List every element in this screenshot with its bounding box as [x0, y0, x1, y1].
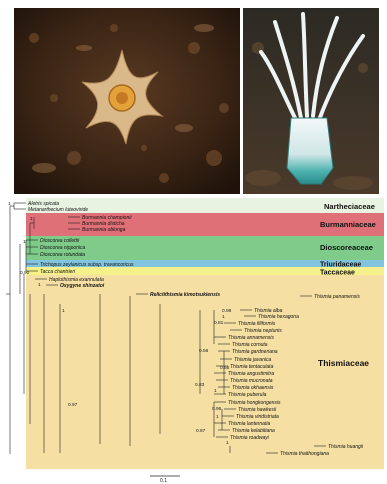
- thismia-flower-photo-left: [14, 8, 240, 194]
- taxon-label: Thismia cornuta: [232, 342, 268, 348]
- taxon-label: Thismia huangii: [328, 444, 364, 450]
- family-label: Dioscoreaceae: [320, 243, 373, 252]
- scale-label: 0.1: [160, 478, 167, 484]
- taxon-label: Thismia angustimitra: [228, 371, 274, 377]
- support-value: 1: [62, 308, 65, 314]
- support-value: 1: [222, 314, 225, 320]
- taxon-label: Thismia hongkongensis: [228, 400, 281, 406]
- taxon-label: Thismia puberula: [228, 392, 267, 398]
- support-value: 1: [23, 239, 26, 245]
- taxon-label: Tacca chantrieri: [40, 269, 76, 275]
- taxon-label: Burmannia oblonga: [82, 227, 126, 233]
- taxon-label: Thismia javanica: [234, 357, 271, 363]
- support-value: 1: [214, 388, 217, 394]
- taxon-label: Trichopus zeylanicus subsp. travancoricu…: [40, 262, 134, 268]
- support-value: 0.56: [220, 365, 230, 371]
- support-value: 1: [8, 201, 11, 207]
- support-value: 0.98: [222, 308, 232, 314]
- family-label: Burmanniaceae: [320, 220, 376, 229]
- family-band: [26, 275, 384, 469]
- taxon-label: Thismia viridistriata: [236, 414, 279, 420]
- support-value: 0.96: [212, 406, 222, 412]
- taxon-label: Relictithismia kimotsukiensis: [150, 292, 220, 298]
- taxon-label: Thismia neptunis: [244, 328, 282, 334]
- support-value: 1: [38, 282, 41, 288]
- taxon-label: Dioscorea collettii: [40, 238, 80, 244]
- support-value: 1: [226, 440, 229, 446]
- taxon-label: Thismia panamensis: [314, 294, 360, 300]
- family-label: Thismiaceae: [318, 358, 369, 368]
- taxon-label: Thismia hawkesii: [238, 407, 277, 413]
- family-label: Nartheciaceae: [324, 202, 375, 211]
- taxon-label: Thismia annamensis: [228, 335, 274, 341]
- taxon-label: Thismia roadwayi: [230, 435, 270, 441]
- support-value: 0.81: [214, 320, 224, 326]
- support-value: 0.90: [20, 270, 30, 276]
- taxon-label: Thismia mucronata: [230, 378, 273, 384]
- thismia-flower-photo-right: [243, 8, 379, 194]
- taxon-label: Dioscorea rotundata: [40, 252, 85, 258]
- taxon-label: Thismia gardneriana: [232, 349, 278, 355]
- taxon-label: Thismia filiformis: [238, 321, 276, 327]
- taxon-label: Metanarthecium luteoviride: [28, 207, 88, 213]
- taxon-label: Dioscorea nipponica: [40, 245, 86, 251]
- taxon-label: Oxygyne shinzatoi: [60, 283, 105, 289]
- support-value: 1: [216, 414, 219, 420]
- phylogenetic-tree: NartheciaceaeBurmanniaceaeDioscoreaceaeT…: [0, 194, 387, 484]
- support-value: 0.97: [68, 402, 78, 408]
- taxon-label: Thismia hexagona: [258, 314, 299, 320]
- support-value: 0.56: [199, 348, 209, 354]
- family-label: Triuridaceae: [320, 262, 361, 269]
- taxon-label: Thismia kelabitiana: [232, 428, 275, 434]
- support-value: 1: [30, 216, 33, 222]
- taxon-label: Thismia lanternatia: [228, 421, 270, 427]
- family-label: Taccaceae: [320, 270, 355, 277]
- support-value: 0.87: [196, 428, 206, 434]
- taxon-label: Thismia okhaensis: [232, 385, 274, 391]
- taxon-label: Thismia thaithongiana: [280, 451, 329, 457]
- support-value: 0.83: [195, 382, 205, 388]
- taxon-label: Thismia tentaculata: [230, 364, 274, 370]
